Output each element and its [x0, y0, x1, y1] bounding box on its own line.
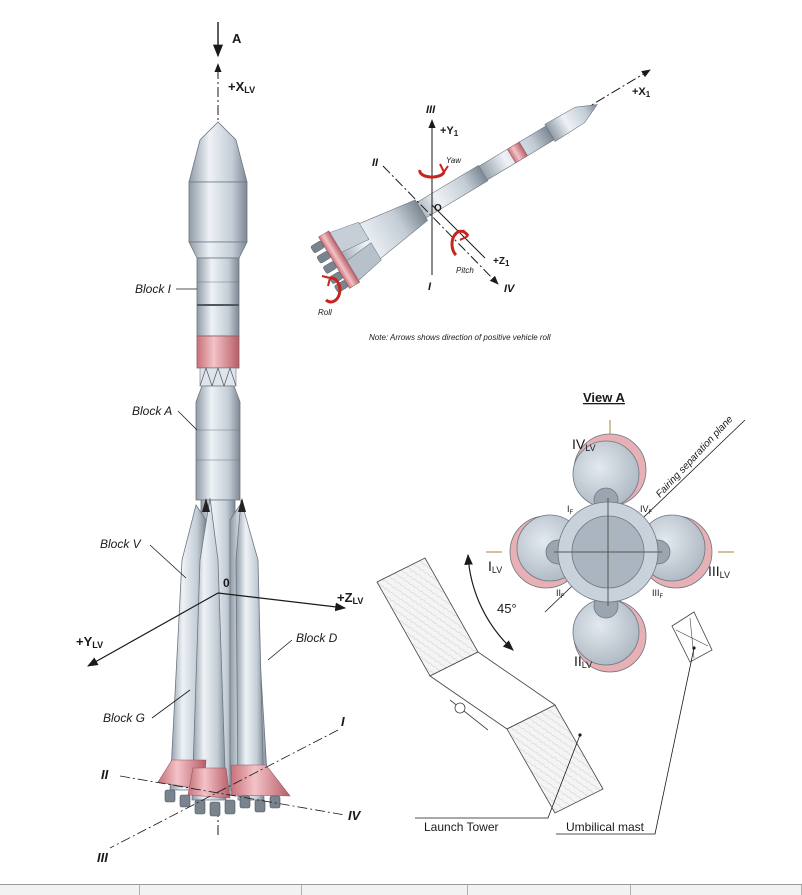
x1-axis-label: +X1	[632, 86, 651, 99]
plane-i-label: I	[341, 714, 345, 729]
launch-tower-label: Launch Tower	[424, 820, 499, 834]
fairing-separation-plane-label: Fairing separation plane	[654, 414, 736, 500]
umbilical-mast-label: Umbilical mast	[566, 820, 645, 834]
view-a-arrow-label: A	[232, 31, 242, 46]
pitch-label: Pitch	[456, 266, 474, 275]
block-g-label: Block G	[103, 711, 145, 725]
roll-note: Note: Arrows shows direction of positive…	[369, 333, 551, 342]
block-d-label: Block D	[296, 631, 338, 645]
angle-label: 45°	[497, 601, 517, 616]
block-a-label: Block A	[132, 404, 172, 418]
z1-axis-label: +Z1	[493, 256, 510, 268]
ii-lv-label: IILV	[574, 653, 592, 670]
table-cell	[302, 885, 468, 895]
ii-f-label: IIF	[556, 588, 565, 600]
block-i-label: Block I	[135, 282, 172, 296]
main-rocket: A +XLV	[76, 22, 363, 865]
block-v-label: Block V	[100, 537, 142, 551]
inset-plane-ii-label: II	[372, 157, 379, 169]
yaw-label: Yaw	[446, 156, 462, 165]
iii-f-label: IIIF	[652, 588, 664, 600]
table-row-strip	[0, 884, 802, 895]
view-a-title: View A	[583, 390, 626, 405]
y-lv-axis-label: +YLV	[76, 634, 103, 650]
iv-f-label: IVF	[640, 504, 653, 516]
x-lv-axis-label: +XLV	[228, 79, 255, 95]
pitch-rotation-arrow	[450, 229, 470, 257]
plane-ii-label: II	[101, 767, 109, 782]
y1-axis-label: +Y1	[440, 125, 459, 138]
table-cell	[0, 885, 140, 895]
plane-iv-label: IV	[348, 808, 362, 823]
roll-rotation-arrow	[321, 275, 342, 304]
inset-origin-label: O	[434, 203, 442, 214]
inset-plane-iv-label: IV	[504, 283, 516, 295]
inset-plane-i-label: I	[428, 281, 432, 293]
i-lv-label: ILV	[488, 558, 502, 575]
i-f-label: IF	[567, 504, 574, 516]
table-cell	[140, 885, 302, 895]
plane-iii-label: III	[97, 850, 108, 865]
origin-label: 0	[223, 576, 230, 590]
z-lv-axis-label: +ZLV	[337, 590, 363, 606]
iii-lv-label: IIILV	[708, 563, 730, 580]
roll-label: Roll	[318, 308, 332, 317]
inset-plane-iii-label: III	[426, 104, 436, 116]
iv-lv-label: IVLV	[572, 436, 596, 453]
table-cell	[468, 885, 631, 895]
booster-front	[191, 497, 227, 801]
inset-diagram: +X1 +Y1 III I II IV	[310, 69, 651, 342]
view-a: View A Fairing separation plane	[376, 390, 746, 835]
yaw-rotation-arrow	[418, 163, 449, 179]
